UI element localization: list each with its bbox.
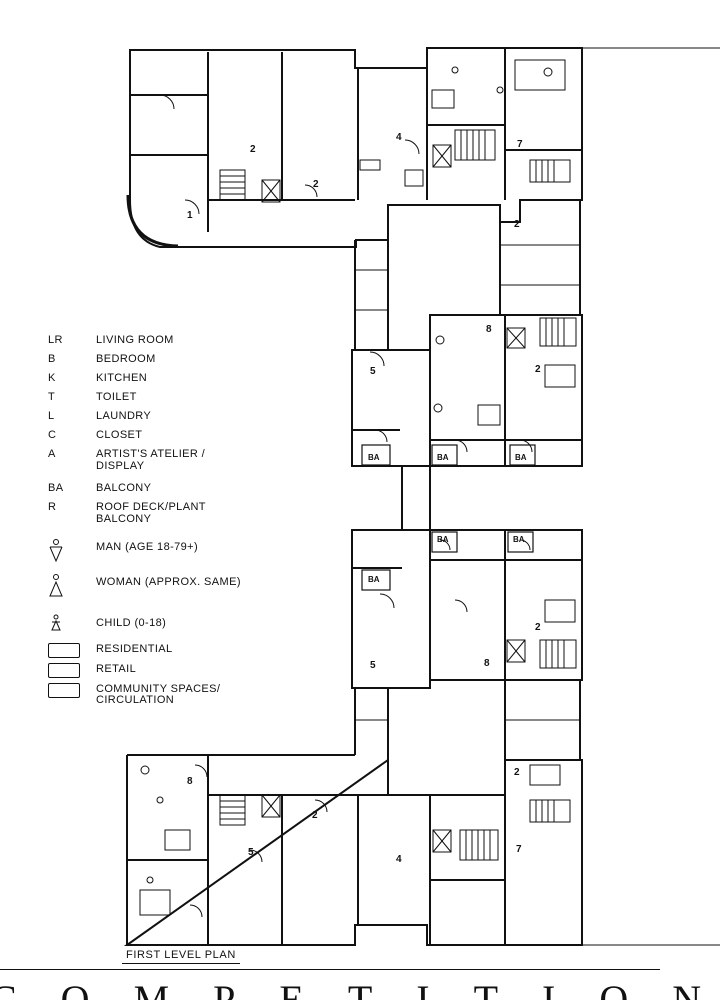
legend-desc: LAUNDRY [96,410,152,422]
balcony-label: BA [368,453,380,462]
legend-desc: BALCONY [96,513,152,525]
legend-abbr: LR [48,334,63,346]
room-number: 2 [514,219,520,230]
legend-desc: ARTIST'S ATELIER / [96,448,206,460]
room-number: 2 [514,767,520,778]
legend-desc: KITCHEN [96,372,148,384]
child-symbol-icon [51,614,61,631]
upper-east-block [351,314,583,467]
balcony-label: BA [368,575,380,584]
balcony-label: BA [513,535,525,544]
room-number: 8 [187,776,193,787]
legend-desc: CIRCULATION [96,694,175,706]
room-number: 1 [187,210,193,221]
banner-rule [0,969,660,970]
legend-abbr: BA [48,482,64,494]
legend-abbr: R [48,501,57,513]
legend-desc: COMMUNITY SPACES/ [96,683,221,695]
banner: COMPETITION [0,980,724,1000]
room-number: 4 [396,854,402,865]
legend-abbr: A [48,448,56,460]
room-number: 2 [313,179,319,190]
title-underline [122,963,240,964]
legend-abbr: K [48,372,56,384]
room-number: 7 [516,844,522,855]
legend-abbr: L [48,410,55,422]
room-number: 2 [535,364,541,375]
room-number: 7 [517,139,523,150]
room-number: 4 [396,132,402,143]
balcony-label: BA [437,453,449,462]
legend-desc: MAN (AGE 18-79+) [96,541,199,553]
south-wing-outline [123,754,583,946]
residential-swatch [48,643,80,658]
room-number: 2 [535,622,541,633]
legend-abbr: C [48,429,57,441]
legend-desc: TOILET [96,391,137,403]
nw-corner-curve [126,194,179,248]
legend-desc: WOMAN (APPROX. SAME) [96,576,241,588]
community-swatch [48,683,80,698]
north-wing-outline [129,47,583,248]
legend-desc: ROOF DECK/PLANT [96,501,206,513]
legend-abbr: B [48,353,56,365]
woman-symbol-icon [49,574,63,597]
room-number: 8 [486,324,492,335]
legend-desc: RESIDENTIAL [96,643,173,655]
legend-abbr: T [48,391,56,403]
man-symbol-icon [49,539,63,563]
room-number: 5 [370,366,376,377]
room-number: 5 [370,660,376,671]
room-number: 8 [484,658,490,669]
legend-desc: BEDROOM [96,353,156,365]
legend-desc: CLOSET [96,429,143,441]
legend-desc: CHILD (0-18) [96,617,167,629]
balcony-label: BA [437,535,449,544]
legend-desc: DISPLAY [96,460,145,472]
room-number: 5 [248,847,254,858]
banner-text: COMPETITION [0,980,724,1000]
retail-swatch [48,663,80,678]
legend-desc: RETAIL [96,663,137,675]
bridge-outline [354,200,581,350]
room-number: 2 [312,810,318,821]
legend-desc: BALCONY [96,482,152,494]
legend-desc: LIVING ROOM [96,334,174,346]
room-number: 2 [250,144,256,155]
plan-title: FIRST LEVEL PLAN [126,949,236,961]
balcony-label: BA [515,453,527,462]
